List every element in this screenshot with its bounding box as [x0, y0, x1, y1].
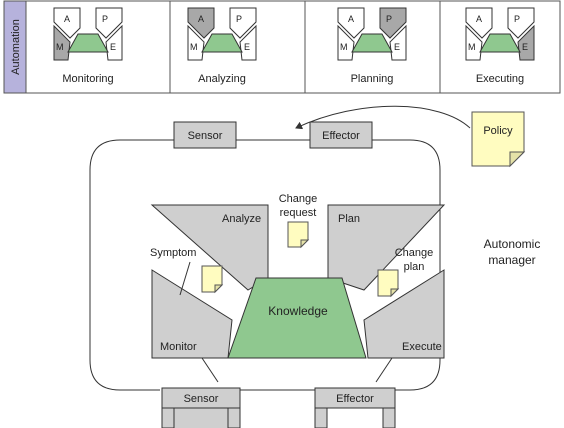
bottom-sensor-box: [161, 387, 241, 428]
top-effector-box: [309, 121, 373, 149]
mini-letter-a: A: [348, 14, 354, 24]
symptom-note-fold: [214, 284, 224, 294]
caption-executing: Executing: [476, 73, 524, 85]
mini-analyze-quadrant: [465, 7, 493, 39]
bottom-effector-label: Effector: [336, 393, 374, 405]
change-request-line2: request: [280, 207, 317, 219]
mini-letter-e: E: [244, 42, 250, 52]
top-effector-label: Effector: [322, 130, 360, 142]
mini-plan-quadrant: [507, 7, 535, 39]
mini-letter-a: A: [476, 14, 482, 24]
change-plan-line2: plan: [404, 261, 425, 273]
knowledge-label: Knowledge: [268, 304, 328, 318]
mini-knowledge: [201, 33, 243, 53]
caption-monitoring: Monitoring: [62, 73, 113, 85]
caption-analyzing: Analyzing: [198, 73, 246, 85]
mini-execute-quadrant: [517, 24, 535, 61]
autonomic-manager-label-line2: manager: [488, 253, 535, 267]
plan-quadrant: [327, 204, 446, 291]
mini-monitor-quadrant: [187, 24, 205, 61]
change-request-line1: Change: [279, 193, 318, 205]
policy-note-fold: [509, 151, 526, 168]
execute-label: Execute: [402, 341, 442, 353]
bottom-sensor-label: Sensor: [184, 393, 219, 405]
change-request-note-fold: [300, 239, 310, 249]
caption-planning: Planning: [351, 73, 394, 85]
mini-plan-quadrant: [95, 7, 123, 39]
mini-diagram-planning: A P M E: [337, 7, 407, 61]
plan-label: Plan: [338, 213, 360, 225]
autonomic-manager-label-line1: Autonomic: [484, 237, 541, 251]
mini-letter-a: A: [198, 14, 204, 24]
automation-label: Automation: [10, 19, 22, 75]
mini-letter-e: E: [522, 42, 528, 52]
symptom-label: Symptom: [150, 247, 196, 259]
bottom-effector-box: [314, 387, 396, 428]
knowledge-block: [227, 277, 367, 359]
execute-quadrant: [363, 269, 445, 359]
mini-letter-p: P: [386, 14, 392, 24]
mini-letter-p: P: [514, 14, 520, 24]
mini-letter-m: M: [340, 42, 348, 52]
policy-arrow: [295, 105, 471, 130]
mini-execute-quadrant: [105, 24, 123, 61]
mini-knowledge: [479, 33, 521, 53]
mini-analyze-quadrant: [53, 7, 81, 39]
mini-letter-m: M: [468, 42, 476, 52]
top-sensor-label: Sensor: [188, 130, 223, 142]
mini-knowledge: [67, 33, 109, 53]
policy-label: Policy: [483, 125, 513, 137]
mini-letter-p: P: [102, 14, 108, 24]
top-sensor-box: [173, 121, 237, 149]
mini-plan-quadrant: [379, 7, 407, 39]
mini-monitor-quadrant: [465, 24, 483, 61]
mini-letter-a: A: [64, 14, 70, 24]
mini-analyze-quadrant: [187, 7, 215, 39]
analyze-label: Analyze: [222, 213, 261, 225]
mini-execute-quadrant: [239, 24, 257, 61]
mini-plan-quadrant: [229, 7, 257, 39]
change-plan-line1: Change: [395, 247, 434, 259]
monitor-label: Monitor: [160, 341, 197, 353]
mini-diagram-monitoring: A P M E: [53, 7, 123, 61]
mini-knowledge: [351, 33, 393, 53]
mini-analyze-quadrant: [337, 7, 365, 39]
change-plan-note-fold: [390, 288, 400, 298]
autonomic-manager-boundary: [89, 139, 441, 391]
mini-monitor-quadrant: [337, 24, 355, 61]
mini-letter-m: M: [56, 42, 64, 52]
mini-letter-e: E: [110, 42, 116, 52]
mini-monitor-quadrant: [53, 24, 71, 61]
mini-diagram-executing: A P M E: [465, 7, 535, 61]
mini-letter-e: E: [394, 42, 400, 52]
mini-execute-quadrant: [389, 24, 407, 61]
mini-diagram-analyzing: A P M E: [187, 7, 257, 61]
mini-letter-p: P: [236, 14, 242, 24]
mini-letter-m: M: [190, 42, 198, 52]
